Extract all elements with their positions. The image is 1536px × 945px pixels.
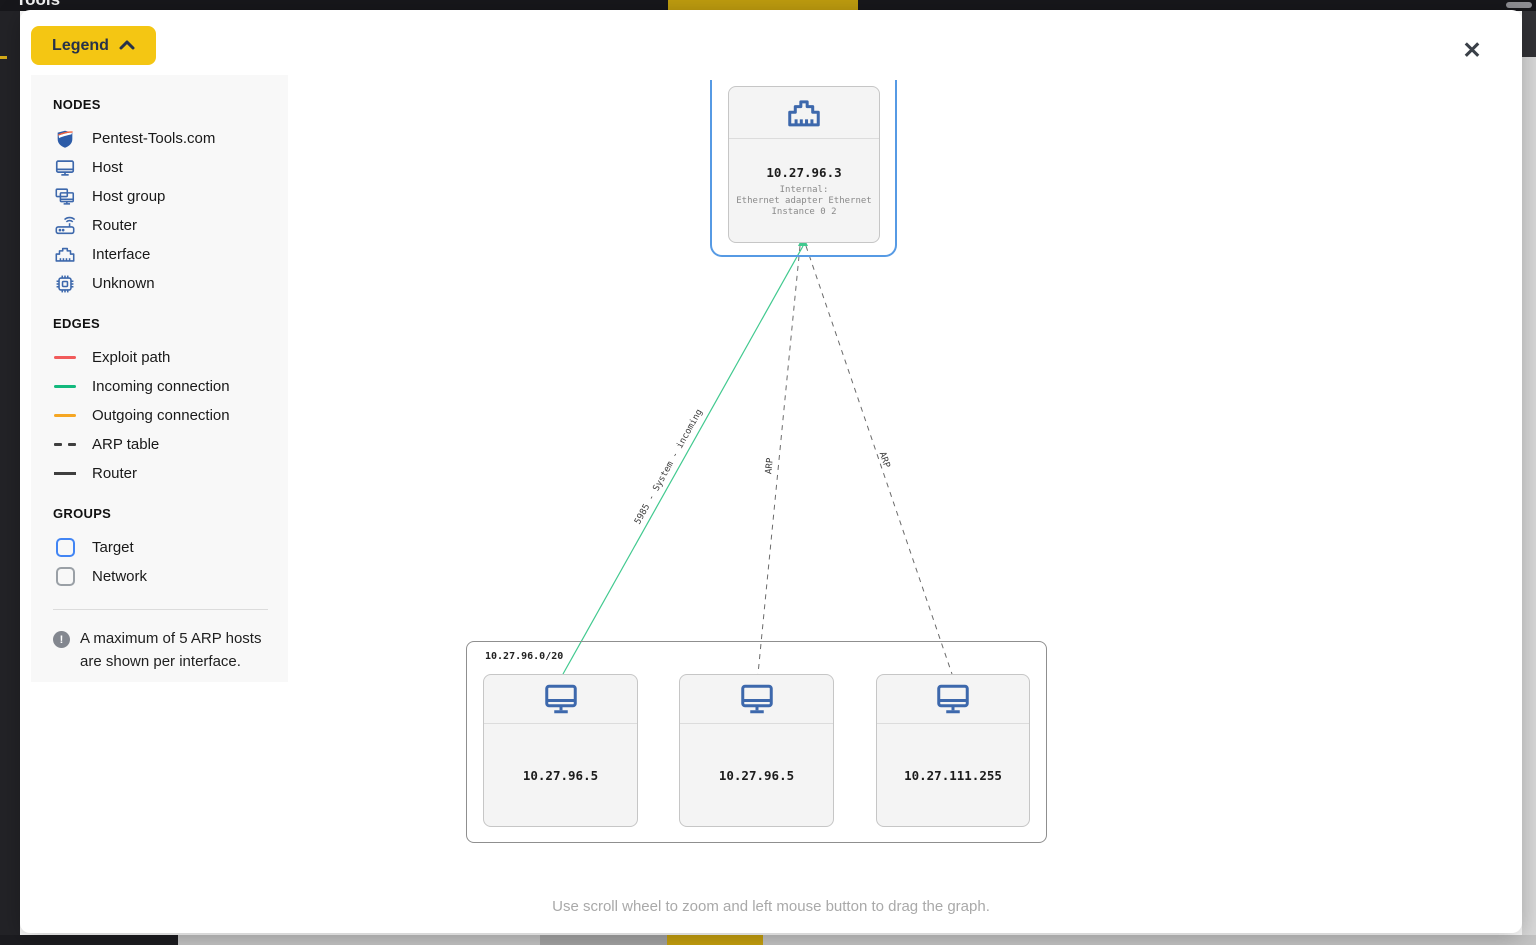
background-right-edge — [1522, 11, 1536, 935]
edge-label-arp-2: ARP — [876, 450, 892, 470]
background-bottom-bar — [0, 935, 1536, 945]
legend-item-label: Host group — [92, 188, 166, 205]
host-monitor-icon — [484, 675, 637, 724]
legend-item-target-group: Target — [53, 533, 268, 562]
outgoing-connection-line-icon — [53, 414, 77, 417]
legend-nodes-section: NODES Pentest-Tools.com — [53, 97, 268, 298]
legend-item-arp-table: ARP table — [53, 430, 268, 459]
background-yellow-button — [668, 0, 858, 11]
interface-port-icon — [729, 87, 879, 139]
background-scrollbar-thumb — [1506, 2, 1532, 8]
background-left-sidebar — [0, 11, 20, 935]
interface-port-icon — [53, 243, 77, 267]
router-icon — [53, 214, 77, 238]
host-node-2[interactable]: 10.27.96.5 — [679, 674, 834, 827]
target-group-box — [710, 80, 897, 257]
legend-edges-section: EDGES Exploit path Incoming connection O… — [53, 316, 268, 488]
target-group-box-icon — [53, 536, 77, 560]
legend-note: ! A maximum of 5 ARP hosts are shown per… — [53, 628, 268, 673]
background-bottom-mid-segment — [540, 935, 668, 945]
legend-item-pentest-tools: Pentest-Tools.com — [53, 124, 268, 153]
legend-item-exploit-path: Exploit path — [53, 343, 268, 372]
unknown-chip-icon — [53, 272, 77, 296]
network-graph-canvas[interactable]: 5985 - System - incoming ARP ARP 10.27.9… — [20, 10, 1522, 933]
network-group-label: 10.27.96.0/20 — [485, 651, 564, 662]
legend-item-label: Target — [92, 539, 134, 556]
edge-label-arp-1: ARP — [764, 457, 776, 475]
legend-item-outgoing-connection: Outgoing connection — [53, 401, 268, 430]
arp-dashed-line-icon — [53, 443, 77, 446]
host-node-1[interactable]: 10.27.96.5 — [483, 674, 638, 827]
exploit-path-line-icon — [53, 356, 77, 359]
legend-item-label: Pentest-Tools.com — [92, 130, 216, 147]
pentest-tools-shield-icon — [53, 127, 77, 151]
host-node-ip: 10.27.96.5 — [718, 767, 795, 783]
legend-groups-title: GROUPS — [53, 506, 112, 521]
legend-item-incoming-connection: Incoming connection — [53, 372, 268, 401]
legend-toggle-button[interactable]: Legend — [31, 26, 156, 65]
legend-item-label: Router — [92, 465, 138, 482]
background-bottom-yellow-button — [667, 935, 763, 945]
legend-item-label: Exploit path — [92, 349, 171, 366]
close-button[interactable]: ✕ — [1456, 34, 1488, 66]
graph-usage-caption: Use scroll wheel to zoom and left mouse … — [552, 898, 990, 915]
host-group-icon — [53, 185, 77, 209]
legend-groups-section: GROUPS Target Network — [53, 506, 268, 591]
info-icon: ! — [53, 631, 70, 648]
legend-panel: NODES Pentest-Tools.com — [31, 75, 288, 682]
legend-item-router: Router — [53, 211, 268, 240]
background-bottom-sidebar-end — [0, 935, 178, 945]
background-page-title: Tools — [16, 0, 60, 10]
background-sidebar-accent — [0, 56, 7, 59]
legend-item-host: Host — [53, 153, 268, 182]
router-line-icon — [53, 472, 77, 475]
host-monitor-icon — [877, 675, 1029, 724]
interface-node[interactable]: 10.27.96.3 Internal: Ethernet adapter Et… — [728, 86, 880, 243]
network-group-box: 10.27.96.0/20 — [466, 641, 1047, 843]
incoming-connection-line-icon — [53, 385, 77, 388]
legend-note-text: A maximum of 5 ARP hosts are shown per i… — [80, 630, 262, 670]
interface-node-detail-1: Internal: — [779, 185, 829, 195]
close-icon: ✕ — [1462, 36, 1482, 63]
legend-nodes-title: NODES — [53, 97, 101, 112]
interface-node-ip: 10.27.96.3 — [766, 165, 842, 180]
legend-button-label: Legend — [52, 36, 109, 54]
legend-item-label: Outgoing connection — [92, 407, 230, 424]
background-right-edge-dark — [1522, 11, 1536, 57]
host-node-ip: 10.27.96.5 — [522, 767, 599, 783]
host-monitor-icon — [680, 675, 833, 724]
chevron-up-icon — [119, 38, 135, 53]
host-monitor-icon — [53, 156, 77, 180]
legend-item-host-group: Host group — [53, 182, 268, 211]
legend-edges-title: EDGES — [53, 316, 101, 331]
host-node-ip: 10.27.111.255 — [904, 767, 1002, 783]
legend-item-router-edge: Router — [53, 459, 268, 488]
legend-item-label: Incoming connection — [92, 378, 230, 395]
legend-item-label: Router — [92, 217, 138, 234]
legend-item-label: Unknown — [92, 275, 155, 292]
legend-item-network-group: Network — [53, 562, 268, 591]
interface-node-detail-2: Ethernet adapter Ethernet Instance 0 2 — [736, 196, 872, 217]
background-top-bar: Tools — [0, 0, 1536, 11]
legend-divider — [53, 609, 268, 610]
network-group-box-icon — [53, 565, 77, 589]
legend-item-label: Interface — [92, 246, 151, 263]
legend-item-unknown: Unknown — [53, 269, 268, 298]
legend-item-label: ARP table — [92, 436, 160, 453]
network-graph-modal: ✕ Legend NODES Pentest-Tools.com — [20, 10, 1522, 933]
host-node-3[interactable]: 10.27.111.255 — [876, 674, 1030, 827]
legend-item-label: Network — [92, 568, 148, 585]
edge-label-incoming: 5985 - System - incoming — [633, 407, 705, 527]
legend-item-interface: Interface — [53, 240, 268, 269]
legend-item-label: Host — [92, 159, 123, 176]
